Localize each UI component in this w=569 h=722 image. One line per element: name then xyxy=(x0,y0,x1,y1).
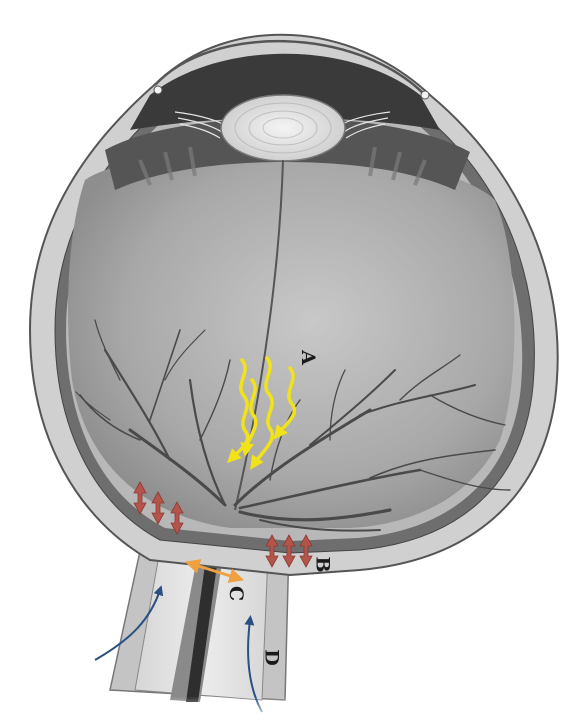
lens xyxy=(221,95,345,161)
pressure-arrows-right xyxy=(266,535,312,567)
vitreous-body xyxy=(68,152,514,528)
label-b: B xyxy=(313,556,332,572)
label-d: D xyxy=(262,649,281,665)
label-a: A xyxy=(298,350,317,365)
label-c: C xyxy=(226,586,245,601)
